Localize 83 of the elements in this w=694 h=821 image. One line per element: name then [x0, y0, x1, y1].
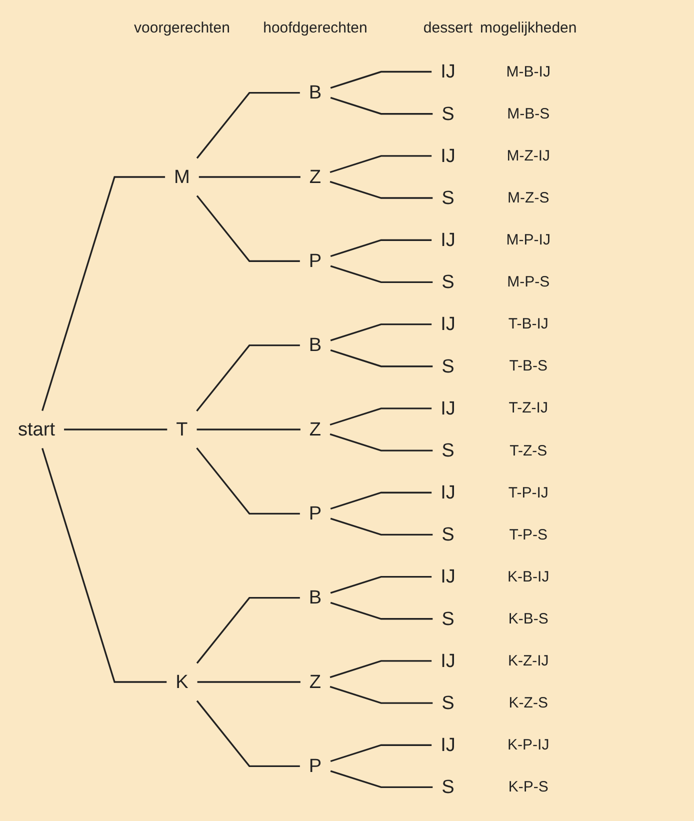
tree-node-label: S — [442, 271, 454, 293]
tree-node-label: Z — [309, 671, 322, 692]
outcome-label: T-P-S — [509, 526, 548, 544]
outcome-label: M-P-IJ — [506, 232, 550, 249]
branch-line — [197, 681, 300, 683]
branch-line — [196, 700, 300, 767]
tree-node-label: S — [442, 355, 454, 377]
column-header: dessert — [423, 20, 473, 36]
branch-line — [330, 686, 433, 704]
tree-node-label: start — [18, 418, 56, 440]
branch-line — [42, 448, 167, 683]
outcome-label: K-B-S — [508, 610, 548, 628]
branch-line — [330, 602, 433, 620]
tree-node-label: S — [442, 776, 454, 798]
outcome-label: M-P-S — [507, 274, 550, 291]
tree-node-label: B — [308, 586, 322, 608]
branch-line — [330, 180, 433, 199]
outcome-label: T-B-IJ — [508, 316, 548, 333]
branch-line — [330, 492, 432, 510]
branch-line — [330, 660, 432, 678]
branch-line — [330, 576, 432, 594]
branch-line — [330, 408, 432, 426]
tree-node-label: IJ — [440, 734, 456, 756]
tree-node-label: IJ — [440, 566, 456, 588]
tree-node-label: IJ — [440, 60, 456, 82]
tree-node-label: K — [176, 671, 188, 692]
tree-node-label: S — [442, 524, 454, 546]
tree-node-label: Z — [309, 166, 322, 188]
tree-node-label: P — [308, 502, 322, 524]
tree-node-label: P — [308, 250, 322, 272]
tree-node-label: P — [308, 755, 322, 777]
branch-line — [330, 155, 432, 174]
tree-node-label: IJ — [440, 313, 456, 335]
branch-line — [64, 428, 168, 430]
branch-line — [198, 176, 300, 178]
outcome-label: K-B-IJ — [508, 568, 550, 586]
outcome-label: K-P-IJ — [508, 736, 550, 754]
branch-line — [330, 239, 432, 258]
outcome-label: K-Z-IJ — [508, 652, 549, 670]
tree-node-label: IJ — [440, 650, 456, 672]
outcome-label: M-B-S — [507, 105, 550, 122]
outcome-label: K-P-S — [508, 778, 548, 796]
tree-node-label: S — [442, 608, 454, 630]
branch-line — [330, 323, 432, 342]
tree-node-label: IJ — [440, 229, 456, 250]
tree-node-label: IJ — [440, 145, 456, 166]
branch-line — [330, 770, 433, 788]
tree-node-label: IJ — [440, 398, 456, 419]
branch-line — [196, 428, 300, 430]
tree-node-label: Z — [309, 418, 322, 440]
branch-line — [196, 596, 300, 664]
outcome-label: T-B-S — [509, 358, 548, 375]
branch-line — [196, 447, 300, 514]
outcome-label: M-Z-IJ — [506, 147, 550, 164]
outcome-label: M-B-IJ — [506, 63, 550, 80]
column-header: hoofdgerechten — [263, 20, 368, 36]
branch-line — [330, 744, 432, 762]
tree-node-label: IJ — [440, 482, 456, 503]
outcome-label: T-P-IJ — [508, 484, 548, 502]
tree-node-label: S — [442, 692, 454, 714]
tree-node-label: S — [442, 102, 454, 124]
outcome-label: T-Z-S — [510, 442, 548, 460]
branch-line — [330, 433, 433, 452]
branch-line — [196, 92, 300, 159]
outcome-label: M-Z-S — [508, 190, 550, 207]
branch-line — [330, 96, 433, 115]
outcome-label: T-Z-IJ — [508, 400, 548, 417]
tree-node-label: M — [174, 166, 190, 188]
tree-node-label: B — [308, 82, 322, 104]
tree-node-label: S — [442, 187, 454, 208]
branch-line — [196, 195, 300, 262]
branch-line — [42, 176, 166, 411]
column-header: voorgerechten — [134, 20, 230, 36]
column-header: mogelijkheden — [480, 20, 577, 36]
tree-node-label: T — [176, 418, 188, 440]
branch-line — [330, 349, 433, 368]
branch-line — [330, 518, 433, 536]
branch-line — [196, 344, 300, 412]
branch-line — [330, 265, 433, 284]
branch-line — [330, 70, 432, 89]
tree-node-label: S — [442, 440, 454, 461]
outcome-label: K-Z-S — [508, 694, 548, 712]
tree-node-label: B — [308, 334, 322, 356]
